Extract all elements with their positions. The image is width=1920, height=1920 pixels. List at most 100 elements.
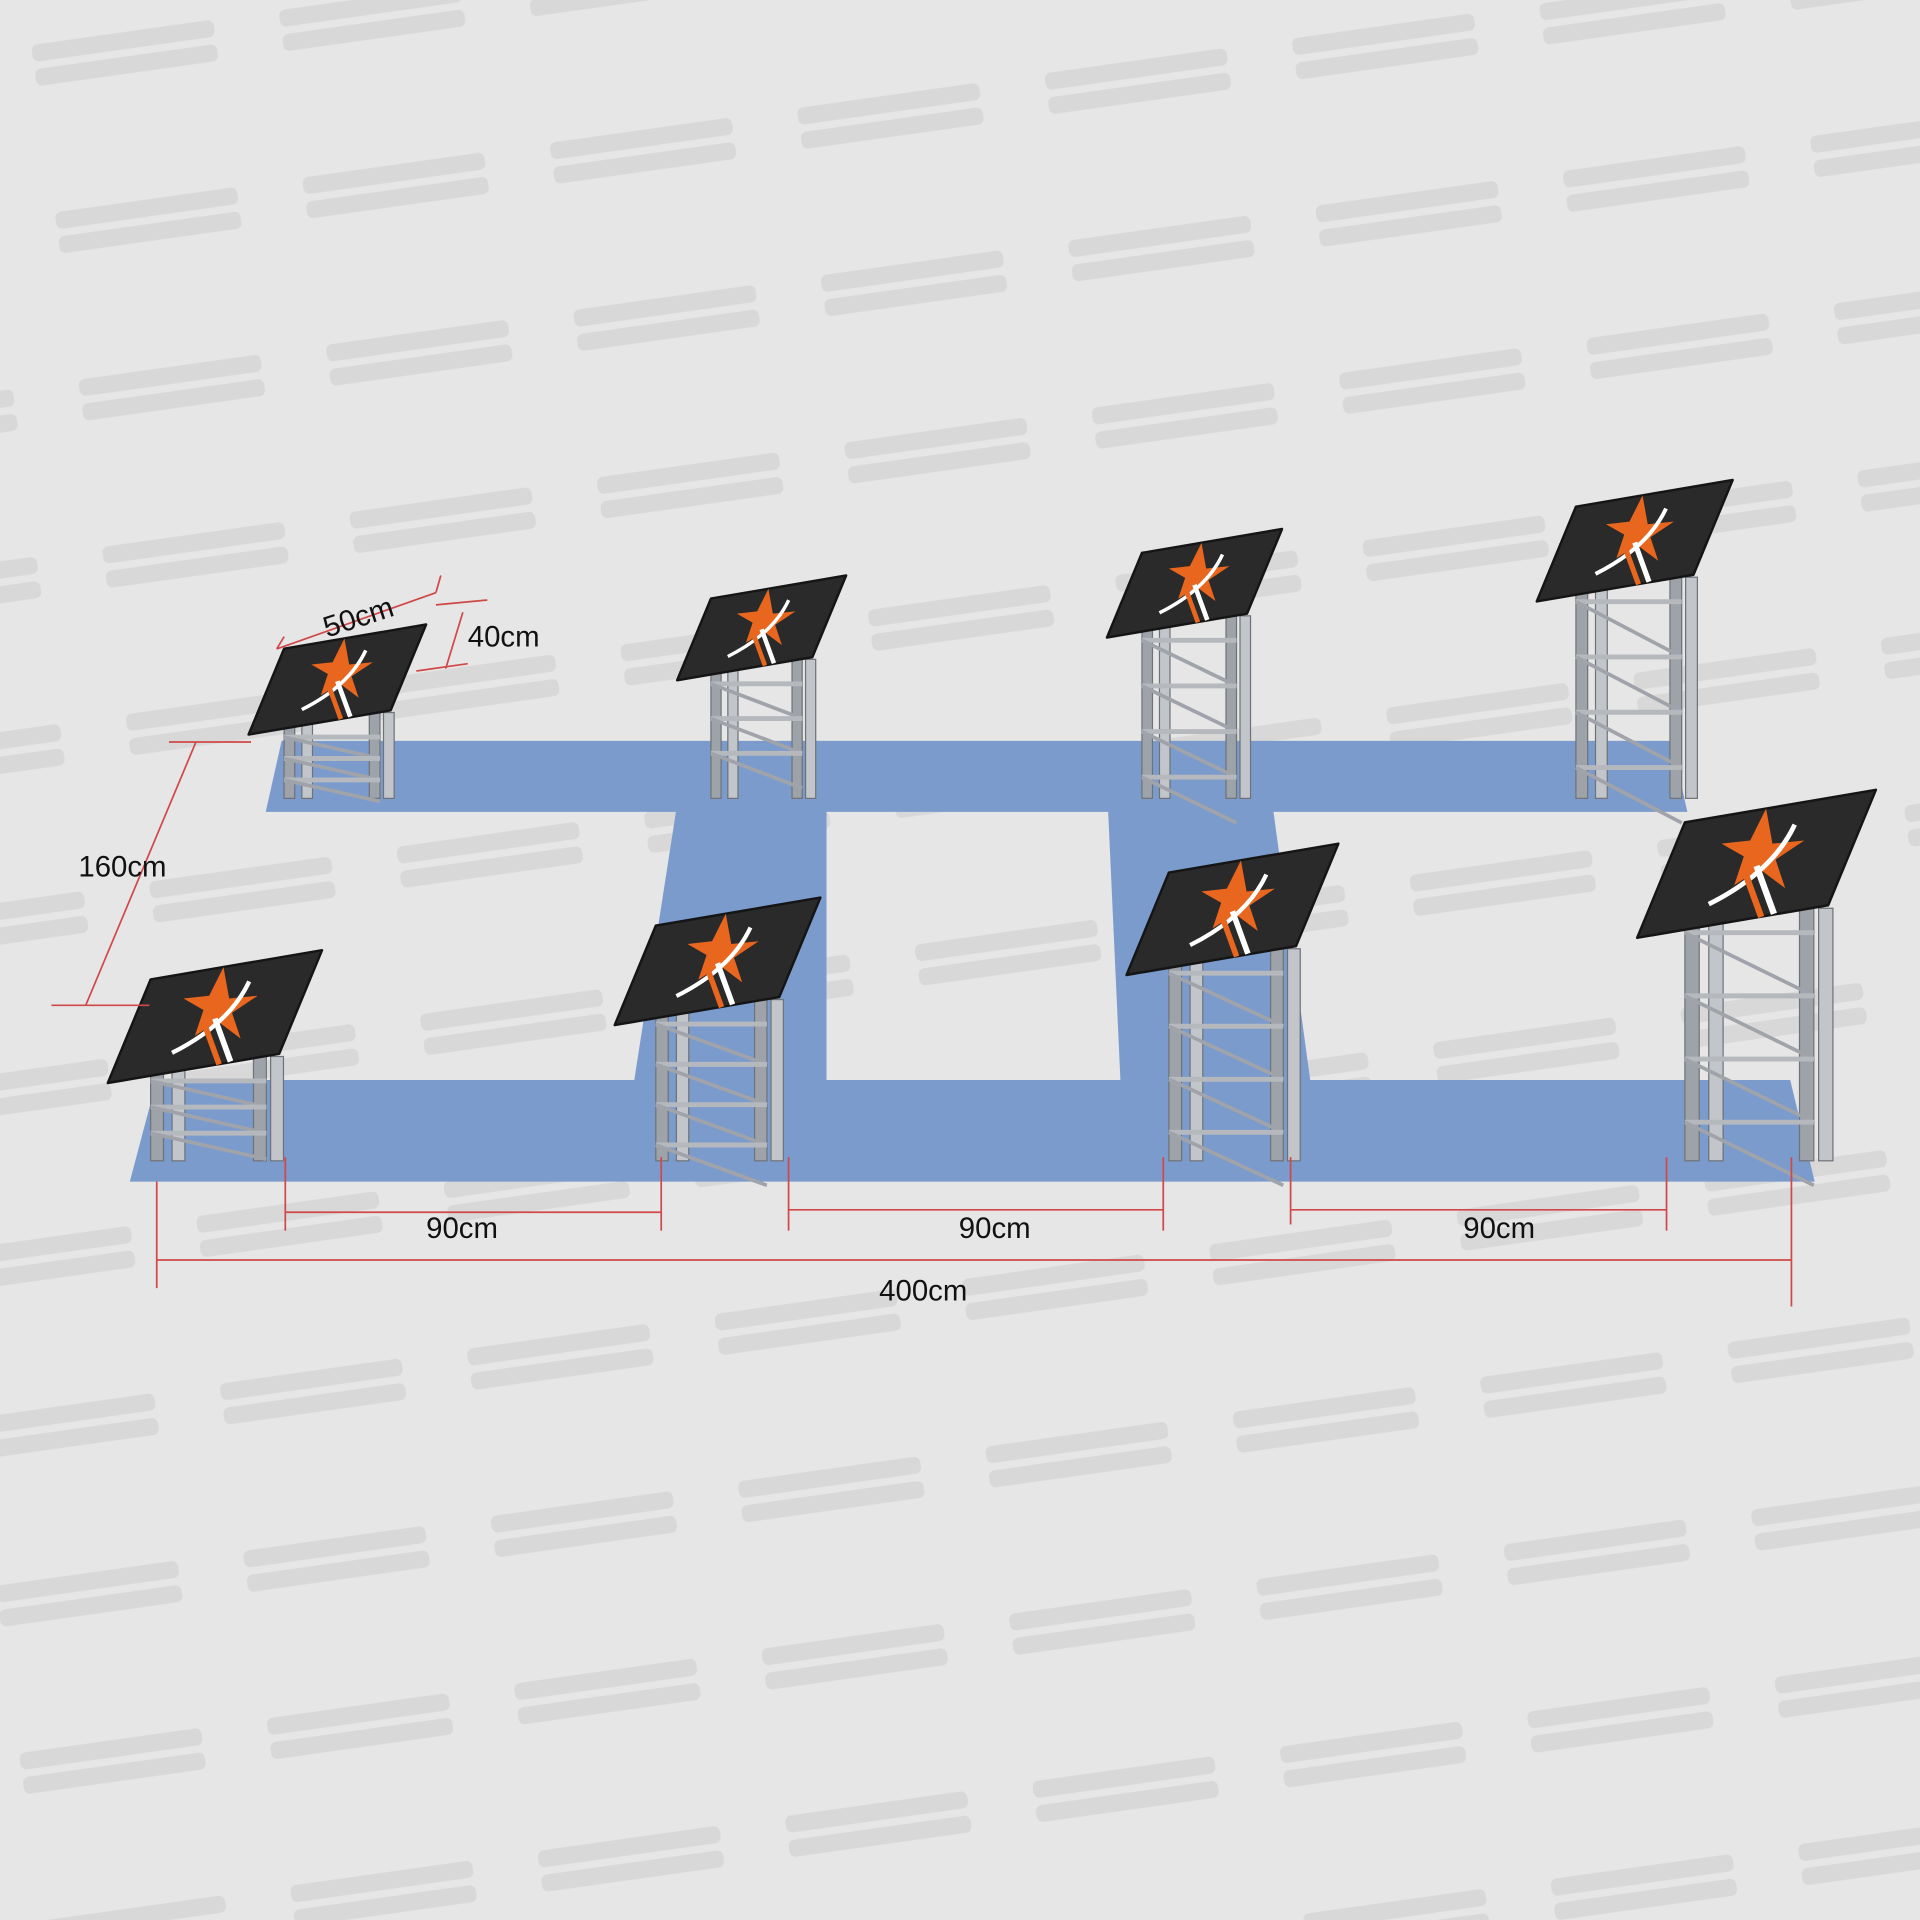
logo xyxy=(727,588,796,667)
logo-lettering xyxy=(200,1020,222,1066)
tower xyxy=(247,623,428,804)
truss-brace xyxy=(1575,710,1683,770)
logo-lettering xyxy=(1740,868,1765,919)
truss-leg xyxy=(270,1055,285,1162)
swoosh-icon xyxy=(1189,873,1269,948)
truss-brace xyxy=(1141,684,1238,734)
swoosh-icon xyxy=(1707,823,1797,907)
swoosh-icon xyxy=(727,599,791,658)
logo xyxy=(675,913,759,1009)
logo-lettering xyxy=(212,1017,234,1063)
truss-brace xyxy=(655,1143,768,1188)
truss-brace xyxy=(1168,1024,1285,1081)
truss-brace xyxy=(710,751,803,790)
truss-brace xyxy=(655,1022,768,1067)
truss-brace xyxy=(150,1105,267,1135)
truss-brace xyxy=(1141,775,1238,825)
truss-leg xyxy=(1168,948,1183,1162)
swoosh-icon xyxy=(171,980,252,1055)
swoosh-icon xyxy=(1594,507,1668,576)
logo-lettering xyxy=(325,682,344,720)
tower xyxy=(1535,478,1734,825)
truss-leg xyxy=(1286,948,1301,1162)
towers xyxy=(106,478,1878,1188)
logo-lettering xyxy=(714,962,736,1006)
truss-leg xyxy=(1239,615,1252,799)
logo-lettering xyxy=(759,628,777,665)
truss-brace xyxy=(655,1102,768,1147)
star-icon xyxy=(736,588,796,646)
logo xyxy=(1707,808,1805,919)
truss-brace xyxy=(1141,729,1238,779)
swoosh-icon xyxy=(675,926,753,998)
truss-leg xyxy=(382,711,395,799)
logo-lettering xyxy=(335,680,353,718)
truss-brace xyxy=(1575,600,1683,659)
truss-leg xyxy=(770,998,784,1162)
truss-brace xyxy=(283,735,381,761)
gap-2-label: 90cm xyxy=(959,1212,1031,1245)
tower xyxy=(106,948,324,1162)
truss-brace xyxy=(1684,994,1815,1061)
logo xyxy=(301,638,373,720)
star-icon xyxy=(1605,495,1674,561)
star-icon xyxy=(1168,542,1230,602)
logo-lettering xyxy=(1621,544,1641,586)
platform-depth-label: 40cm xyxy=(468,621,540,654)
truss-leg xyxy=(1189,948,1204,1162)
dimension-lines xyxy=(51,575,1793,1307)
truss-leg xyxy=(804,658,817,799)
logo xyxy=(1594,495,1674,586)
tower xyxy=(675,574,848,799)
total-length-label: 400cm xyxy=(879,1274,967,1307)
star-icon xyxy=(1721,808,1805,889)
truss-brace xyxy=(710,682,803,721)
truss-brace xyxy=(1168,971,1285,1028)
logo-lettering xyxy=(704,964,725,1009)
truss-brace xyxy=(1168,1077,1285,1134)
star-icon xyxy=(687,913,759,983)
logo-lettering xyxy=(750,630,768,667)
truss-leg xyxy=(710,658,722,799)
swoosh-icon xyxy=(301,649,368,712)
truss-leg xyxy=(1817,907,1834,1162)
truss-brace xyxy=(1168,1130,1285,1187)
truss-leg xyxy=(791,658,803,799)
gap-3-label: 90cm xyxy=(1463,1212,1535,1245)
truss-leg xyxy=(1158,615,1171,799)
row-spacing-label: 160cm xyxy=(78,851,166,884)
tower xyxy=(1635,788,1878,1187)
truss-brace xyxy=(150,1079,267,1109)
truss-brace xyxy=(1141,638,1238,688)
tower xyxy=(1125,842,1340,1187)
swoosh-icon xyxy=(1158,553,1225,615)
logo xyxy=(1158,542,1230,624)
logo-lettering xyxy=(1192,584,1210,621)
logo xyxy=(1189,860,1275,958)
logo-lettering xyxy=(1229,910,1251,955)
truss-brace xyxy=(1684,1057,1815,1124)
truss-brace xyxy=(1684,1120,1815,1187)
truss-brace xyxy=(150,1131,267,1162)
gap-1-label: 90cm xyxy=(426,1212,498,1245)
truss-brace xyxy=(655,1062,768,1107)
truss-brace xyxy=(1575,765,1683,825)
truss-brace xyxy=(1575,655,1683,714)
logo-lettering xyxy=(1632,541,1652,583)
star-icon xyxy=(311,638,373,698)
logo xyxy=(171,967,258,1066)
star-icon xyxy=(1201,860,1275,932)
star-icon xyxy=(183,967,258,1039)
tower xyxy=(1105,527,1284,825)
truss-brace xyxy=(1684,931,1815,998)
logo-lettering xyxy=(1218,913,1240,958)
truss-brace xyxy=(283,778,381,804)
truss-leg xyxy=(1685,576,1698,799)
truss-brace xyxy=(283,756,381,782)
tower xyxy=(613,896,822,1188)
logo-lettering xyxy=(1753,864,1777,915)
truss-brace xyxy=(710,716,803,756)
logo-lettering xyxy=(1182,586,1201,624)
